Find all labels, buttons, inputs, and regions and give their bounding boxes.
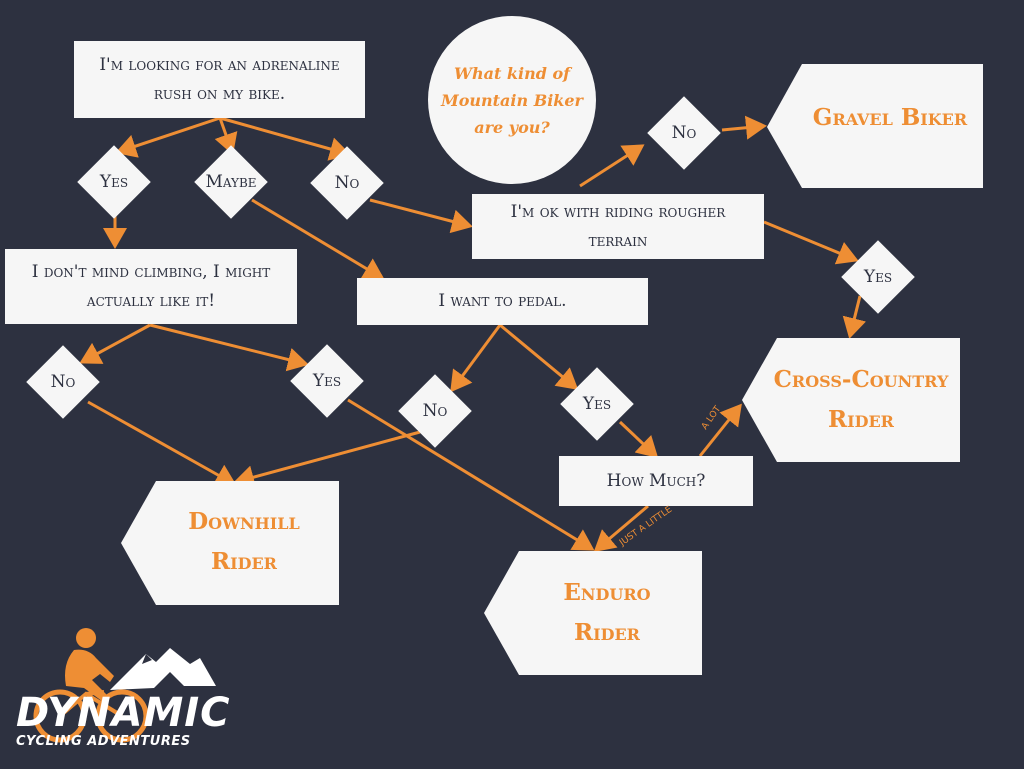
arrow-no-gravel [721,115,767,140]
arrow-start-yes [115,116,221,158]
arrow-rougher-no [579,144,645,188]
node-adrenaline: I'm looking for an adrenaline rush on my… [74,41,365,118]
result-dh-line1: Downhill [188,508,300,535]
arrow-noclimb-downhill [87,400,237,486]
decision-rough-yes-label: Yes [863,267,893,287]
result-cross-country: Cross-Country Rider [748,360,974,440]
arrow-rougher-yes [763,220,859,265]
arrow-howmuch-enduro [593,504,649,552]
arrow-yes-xc [842,295,867,339]
logo-tagline: CYCLING ADVENTURES [16,734,191,749]
gravel-biker-shape [767,64,983,188]
arrow-climbing-no [79,323,151,364]
arrow-pedal-yes [499,323,579,390]
result-gravel-label: Gravel Biker [812,104,968,131]
decision-pedal-yes-label: Yes [582,394,612,414]
cross-country-shape [742,338,960,462]
node-pedal-label: I want to pedal. [438,291,567,311]
arrow-yesclimb-enduro [347,398,595,551]
result-enduro-line1: Enduro [563,579,651,606]
arrow-no-rougher [369,198,473,234]
arrow-pedal-no [450,324,502,393]
node-pedal: I want to pedal. [357,278,648,325]
arrow-pedalno-downhill [233,430,421,489]
node-how-much-label: How Much? [606,470,706,491]
node-rougher-terrain: I'm ok with riding rougher terrain [472,194,764,259]
arrow-howmuch-xc [698,403,742,457]
node-climbing: I don't mind climbing, I might actually … [5,249,297,324]
decision-rough-no-label: No [671,123,697,143]
decision-no-label: No [334,173,360,193]
result-xc-line2: Rider [828,406,894,433]
result-downhill: Downhill Rider [144,502,344,582]
decision-climb-no-label: No [50,372,76,392]
arrow-maybe-pedal [251,198,385,280]
decision-maybe-label: Maybe [205,172,257,192]
result-dh-line2: Rider [211,548,277,575]
decision-pedal-no-label: No [422,401,448,421]
enduro-shape [484,551,702,675]
result-gravel-biker: Gravel Biker [790,98,990,138]
decision-climb-yes-label: Yes [312,371,342,391]
result-enduro-line2: Rider [574,619,640,646]
node-adrenaline-label: I'm looking for an adrenaline rush on my… [99,54,340,104]
result-enduro: Enduro Rider [507,573,707,653]
arrow-start-no [219,116,351,161]
title-circle: What kind of Mountain Biker are you? [428,16,596,184]
downhill-shape [121,481,339,605]
decision-yes-label: Yes [99,172,129,192]
node-rougher-label: I'm ok with riding rougher terrain [510,201,726,251]
logo-name: DYNAMIC [16,690,231,736]
node-how-much: How Much? [559,456,753,506]
result-xc-line1: Cross-Country [773,366,949,393]
cyclist-mountain-logo: DYNAMIC CYCLING ADVENTURES [14,624,230,754]
arrow-climbing-yes [149,323,309,372]
logo-graphic [33,628,216,743]
chart-title: What kind of Mountain Biker are you? [441,63,583,137]
arrow-yespedal-howmuch [618,420,659,459]
node-climbing-label: I don't mind climbing, I might actually … [31,261,271,311]
